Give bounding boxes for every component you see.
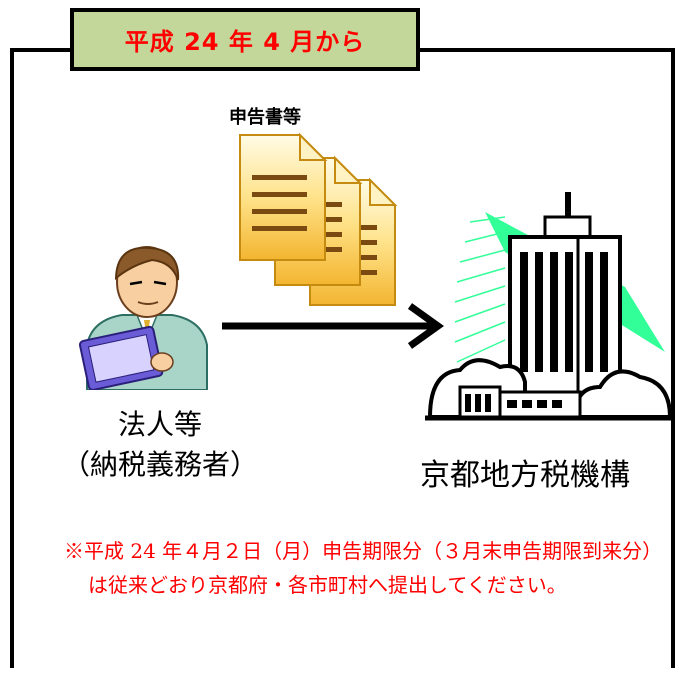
person-label: 法人等 （納税義務者） [40, 405, 280, 485]
title-tab: 平成 24 年 4 月から [70, 8, 420, 71]
note-text: ※平成 24 年４月２日（月）申告期限分（３月末申告期限到来分）は従来どおり京都… [64, 539, 663, 597]
person-role: （納税義務者） [61, 448, 258, 481]
person-laptop-icon [78, 246, 208, 390]
person-name: 法人等 [117, 408, 202, 441]
organization-label: 京都地方税機構 [420, 458, 630, 493]
documents-label: 申告書等 [229, 107, 301, 128]
document-front [239, 132, 328, 261]
building-accent-lines [454, 216, 506, 363]
building-icon [425, 192, 675, 421]
documents-icon [239, 132, 398, 306]
title-text: 平成 24 年 4 月から [124, 28, 366, 56]
arrow-right-icon [222, 303, 445, 349]
